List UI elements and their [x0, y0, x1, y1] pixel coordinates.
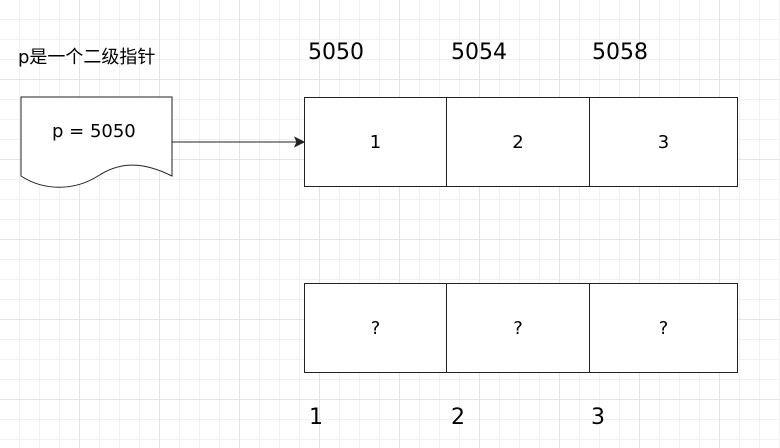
address-label-1: 5050 [308, 40, 364, 65]
unknown-cell-1: ? [370, 317, 381, 339]
index-label-2: 2 [451, 405, 465, 430]
index-label-3: 3 [591, 405, 605, 430]
memory-cell-2: 2 [446, 98, 589, 186]
pointer-arrow-head [293, 136, 306, 148]
diagram-title: p是一个二级指针 [18, 47, 156, 68]
unknown-cell-3: ? [589, 284, 737, 372]
unknown-cell-2: ? [446, 284, 589, 372]
memory-row-values: 1 2 3 [304, 97, 738, 187]
index-label-1: 1 [309, 405, 323, 430]
memory-cell-1: 1 [369, 131, 382, 153]
address-label-3: 5058 [592, 40, 648, 65]
memory-row-unknown: ? ? ? [304, 283, 738, 373]
address-label-2: 5054 [451, 40, 507, 65]
memory-cell-3: 3 [589, 98, 737, 186]
pointer-value-label: p = 5050 [52, 121, 136, 142]
pointer-document-shape [20, 96, 173, 188]
